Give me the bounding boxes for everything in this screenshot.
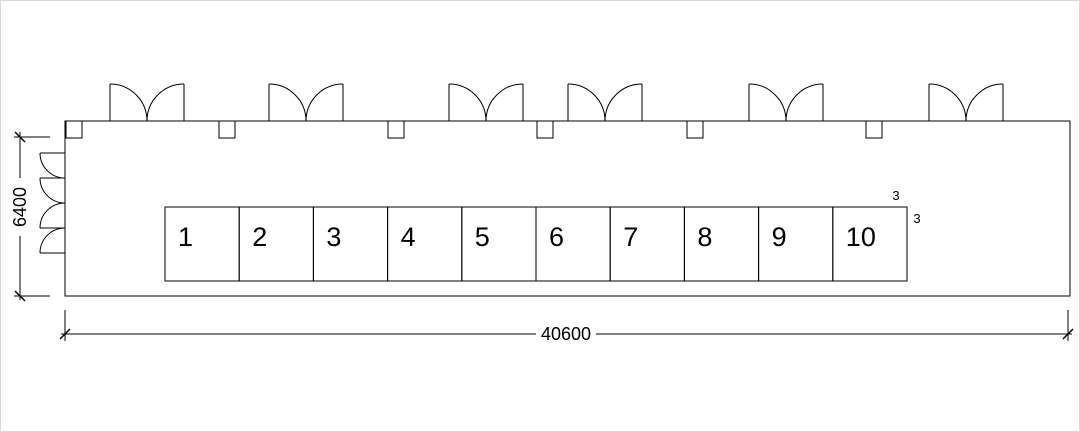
double-door-3 [448,83,524,122]
cell-box [832,206,908,282]
depth-dimension-label: 6400 [10,187,30,227]
column-1 [65,120,83,139]
cell-box [461,206,537,282]
cell-5: 5 [461,206,537,282]
cell-box [683,206,760,282]
double-door-2 [268,83,344,122]
cell-width-dimension: 3 [913,211,920,226]
cell-3: 3 [312,206,389,282]
cell-box [535,206,611,282]
cell-box [387,206,463,282]
top-doors-group [109,83,1004,122]
column-3 [387,120,405,139]
cell-number: 6 [549,222,564,252]
cell-number: 10 [846,222,876,252]
cell-number: 4 [401,222,416,252]
cell-number: 1 [178,222,193,252]
cell-6: 6 [535,206,611,282]
cell-8: 8 [683,206,760,282]
width-dimension-label: 40600 [541,324,591,344]
double-door-6 [928,83,1004,122]
column-6 [865,120,883,139]
cell-box [312,206,389,282]
column-2 [218,120,236,139]
cell-number: 7 [623,222,638,252]
cell-1: 1 [164,206,240,282]
cell-10: 10 [832,206,908,282]
cell-7: 7 [609,206,685,282]
cell-number: 2 [252,222,267,252]
cell-number: 5 [475,222,490,252]
cell-number: 8 [697,222,712,252]
cell-number: 3 [326,222,341,252]
width-dimension-line [59,310,1074,341]
left-door-group [39,152,66,254]
cell-4: 4 [387,206,463,282]
cell-box [758,206,834,282]
column-5 [686,120,704,139]
double-door-5 [748,83,824,122]
double-door-4 [567,83,643,122]
cell-row: 1 2 3 4 5 6 7 8 9 10 [164,206,908,282]
column-4 [536,120,554,139]
columns-group [65,120,883,139]
cell-height-dimension: 3 [892,188,899,203]
cell-box [609,206,685,282]
depth-dimension-line [14,131,50,302]
cell-box [238,206,314,282]
cell-number: 9 [772,222,787,252]
cell-2: 2 [238,206,314,282]
cell-9: 9 [758,206,834,282]
double-door-1 [109,83,185,122]
building-outline [64,120,1071,297]
side-double-door [39,152,66,254]
cell-box [164,206,240,282]
